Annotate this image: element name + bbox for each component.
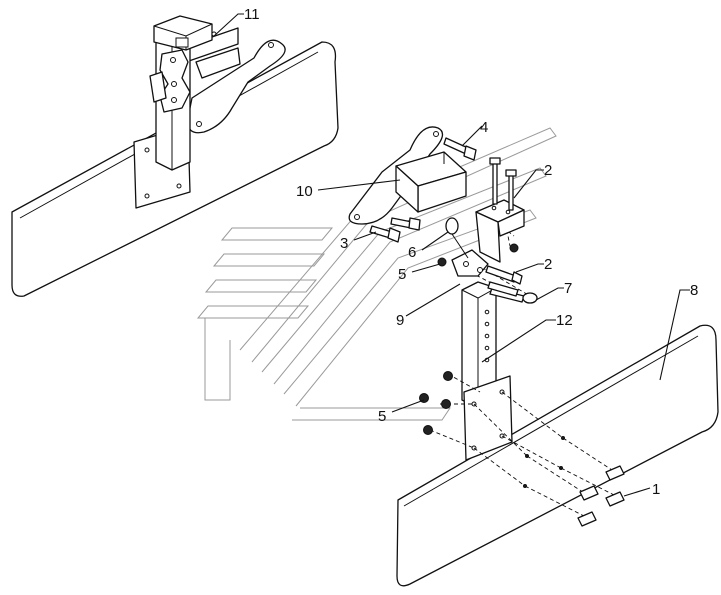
callout-12: 12 bbox=[556, 312, 573, 329]
nut-part-5-c bbox=[441, 399, 451, 409]
callout-5-top: 5 bbox=[398, 266, 406, 283]
nut-part-5-d bbox=[423, 425, 433, 435]
nut-part-5-b bbox=[419, 393, 429, 403]
callout-6: 6 bbox=[408, 244, 416, 261]
callout-10: 10 bbox=[296, 183, 313, 200]
bolt-part-2-vertical-a bbox=[492, 161, 498, 205]
hinge-assembled bbox=[159, 49, 191, 113]
assembled-view bbox=[11, 15, 339, 297]
watermark-logo bbox=[196, 127, 557, 421]
callout-5-bottom: 5 bbox=[378, 408, 386, 425]
leader-lines bbox=[213, 13, 690, 497]
bolt-part-2-vertical-b bbox=[508, 173, 514, 211]
callout-2-top: 2 bbox=[544, 162, 552, 179]
bolt-part-1d bbox=[577, 511, 597, 527]
callout-labels: 11 4 2 10 3 6 5 2 7 9 12 8 5 1 bbox=[244, 6, 698, 498]
bolt-part-1c bbox=[605, 491, 625, 507]
callout-2-mid: 2 bbox=[544, 256, 552, 273]
callout-3: 3 bbox=[340, 235, 348, 252]
callout-9: 9 bbox=[396, 312, 404, 329]
callout-11: 11 bbox=[244, 6, 260, 23]
nut-part-5-a bbox=[443, 371, 453, 381]
bolt-part-1b bbox=[579, 485, 599, 501]
blade-part-8 bbox=[396, 324, 719, 587]
callout-7: 7 bbox=[564, 280, 572, 297]
callout-4: 4 bbox=[480, 119, 488, 136]
callout-1: 1 bbox=[652, 481, 660, 498]
bracket-assembled bbox=[187, 39, 286, 134]
exploded-view bbox=[348, 126, 719, 587]
mount-plate-part-12 bbox=[463, 375, 513, 461]
bolt-part-1a bbox=[605, 465, 625, 481]
bolt-part-2-horizontal bbox=[485, 265, 517, 283]
callout-8: 8 bbox=[690, 282, 698, 299]
pin-part-6 bbox=[445, 217, 459, 235]
